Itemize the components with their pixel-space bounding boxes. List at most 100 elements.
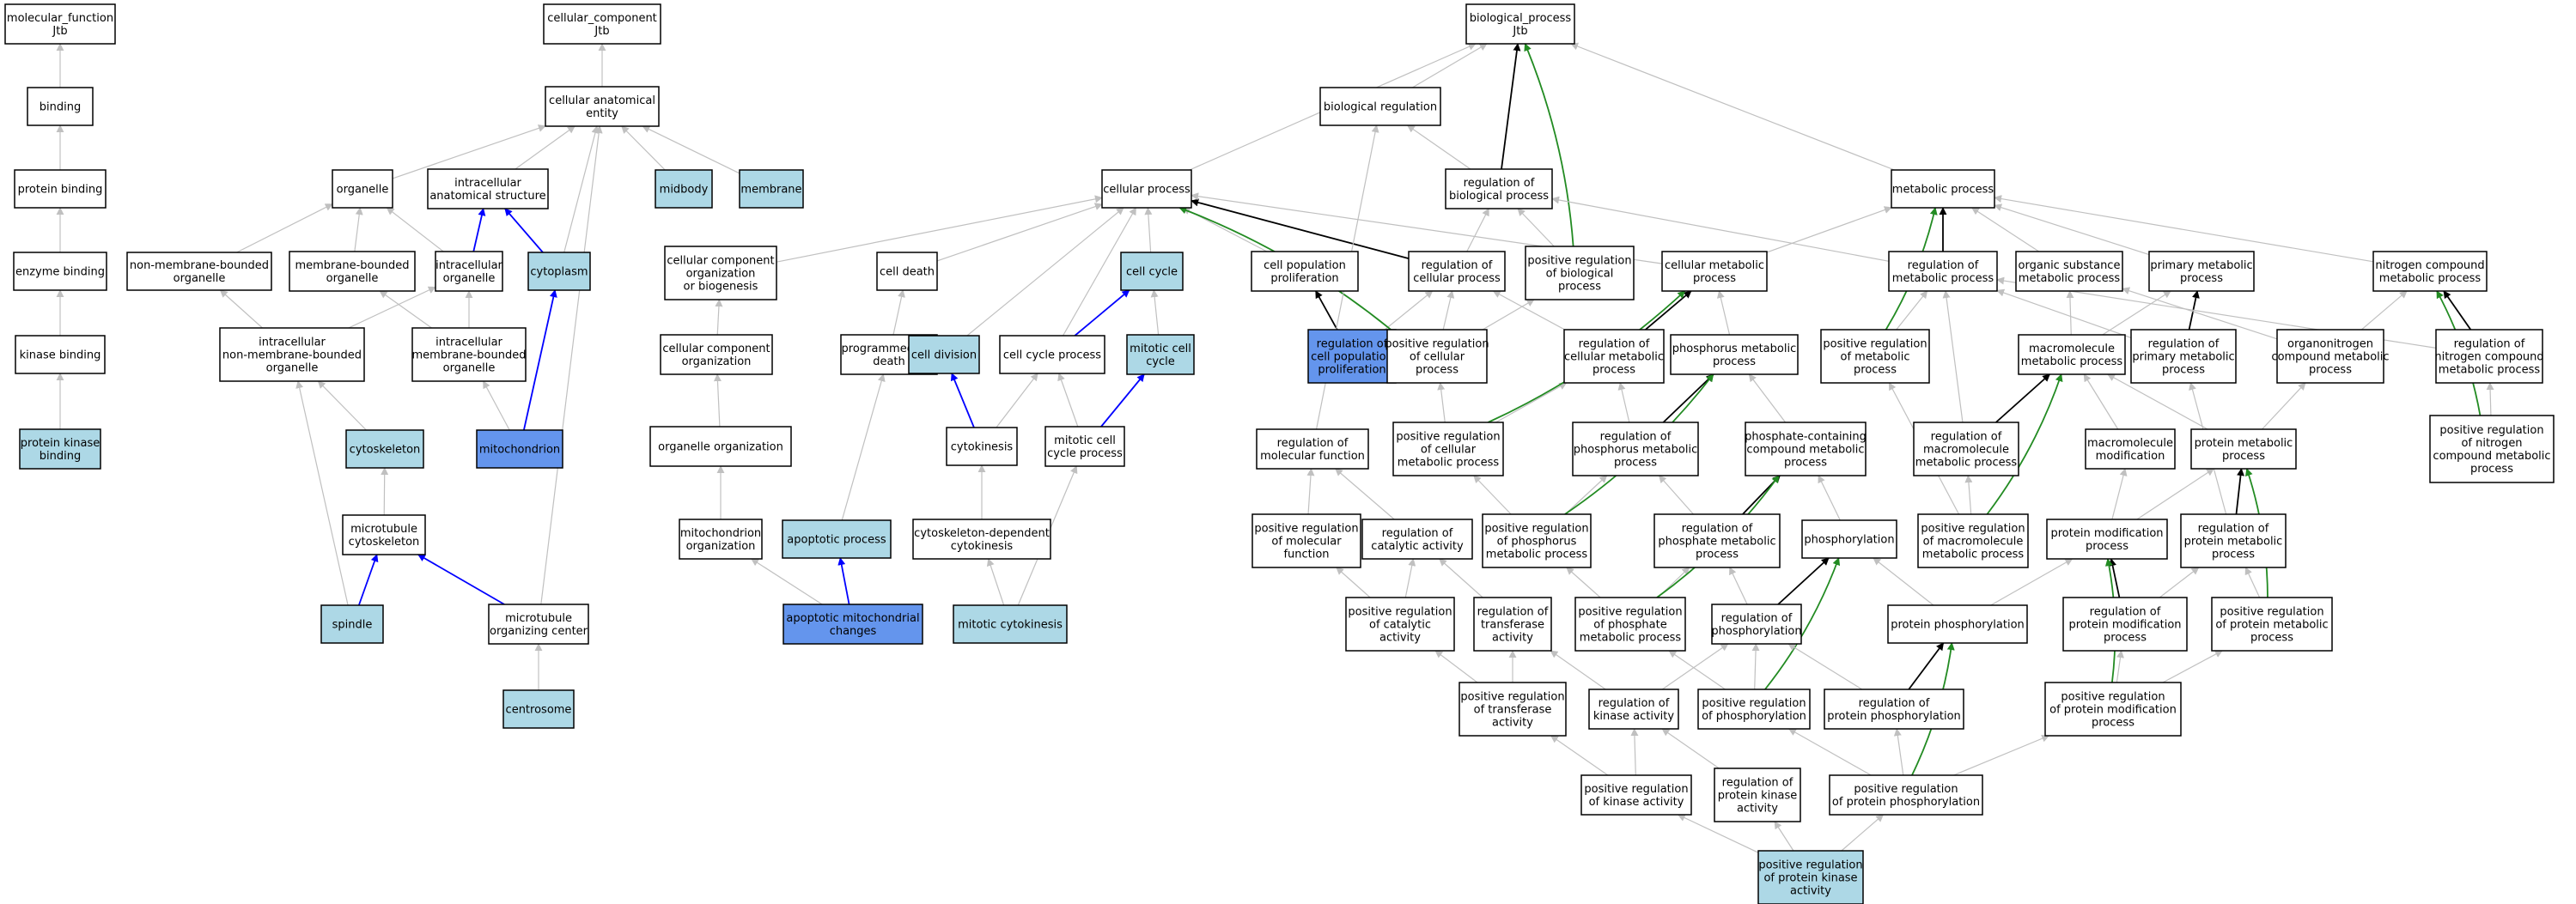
node-cell-division[interactable]: cell division	[908, 335, 980, 374]
node-kinase-binding[interactable]: kinase binding	[15, 335, 106, 374]
node-ccp[interactable]: cell cycle process	[999, 335, 1105, 374]
node-phosphorylation[interactable]: phosphorylation	[1801, 519, 1897, 559]
node-box	[219, 327, 365, 382]
node-label-line: of protein phosphorylation	[1832, 796, 1980, 809]
node-cell-cycle[interactable]: cell cycle	[1120, 252, 1184, 291]
node-label-line: nitrogen compound	[2434, 351, 2543, 364]
node-cell-death[interactable]: cell death	[876, 252, 938, 291]
node-label-line: organelle	[266, 362, 319, 375]
node-cytoskeleton[interactable]: cytoskeleton	[345, 429, 424, 469]
node-cytokinesis[interactable]: cytokinesis	[946, 427, 1018, 466]
node-pphos[interactable]: protein phosphorylation	[1887, 604, 2028, 644]
node-protein-binding[interactable]: protein binding	[14, 169, 107, 209]
node-enzyme-binding[interactable]: enzyme binding	[13, 252, 107, 291]
node-spindle[interactable]: spindle	[320, 604, 384, 644]
node-binding[interactable]: binding	[27, 87, 94, 126]
node-apoptotic[interactable]: apoptotic process	[782, 519, 892, 559]
edge-cell_death-to-cellular_process	[936, 203, 1103, 262]
node-metabolic-process[interactable]: metabolic process	[1891, 169, 1995, 209]
edge-protmp-to-mmp	[2107, 373, 2208, 430]
node-organelle[interactable]: organelle	[332, 169, 393, 209]
node-inmbo[interactable]: intracellularnon-membrane-boundedorganel…	[219, 327, 365, 382]
node-biol-reg[interactable]: biological regulation	[1319, 87, 1441, 126]
node-oo[interactable]: organelle organization	[649, 426, 792, 467]
node-cellular-process[interactable]: cellular process	[1101, 169, 1192, 209]
node-centrosome[interactable]: centrosome	[502, 689, 575, 729]
node-mck[interactable]: mitotic cytokinesis	[953, 604, 1068, 644]
node-label-line: process	[2162, 364, 2205, 377]
node-mitochondrion[interactable]: mitochondrion	[476, 429, 563, 469]
node-midbody[interactable]: midbody	[655, 169, 713, 209]
node-cytoplasm[interactable]: cytoplasm	[527, 252, 591, 291]
node-membrane[interactable]: membrane	[739, 169, 804, 209]
